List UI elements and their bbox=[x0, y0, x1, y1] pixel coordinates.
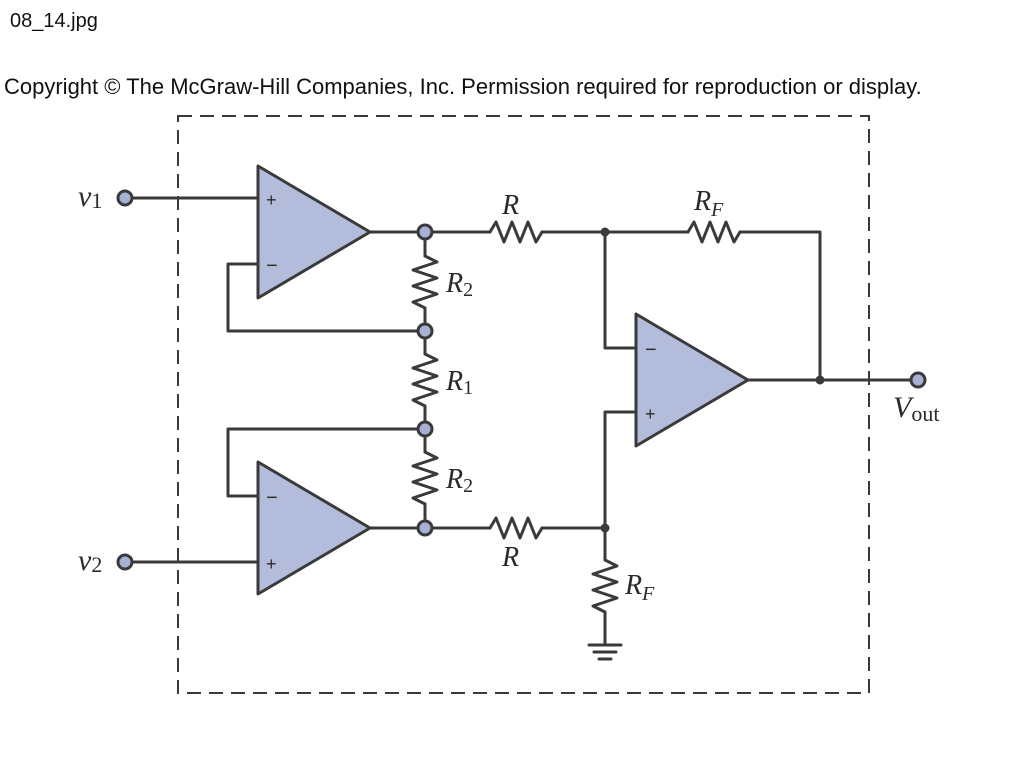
opamp-output bbox=[634, 312, 750, 448]
label-r2-top: R2 bbox=[445, 268, 473, 301]
node-ladder-upper bbox=[416, 322, 434, 340]
junction-bottom bbox=[600, 523, 610, 533]
junction-top bbox=[600, 227, 610, 237]
terminal-v2 bbox=[116, 553, 134, 571]
opamp-top-plus: + bbox=[266, 190, 277, 210]
node-ladder-lower bbox=[416, 420, 434, 438]
wire-to-inverting bbox=[603, 230, 638, 350]
filename-caption: 08_14.jpg bbox=[10, 10, 98, 32]
wire-bottom-feedback bbox=[226, 427, 427, 498]
opamp-bottom bbox=[256, 460, 372, 596]
resistor-r2-bottom-zigzag bbox=[411, 450, 439, 506]
label-r1: R1 bbox=[445, 366, 473, 399]
label-r-bottom: R bbox=[501, 542, 519, 573]
resistor-rf-bottom-zigzag bbox=[591, 558, 619, 614]
resistor-r1-zigzag bbox=[411, 352, 439, 408]
junction-output bbox=[815, 375, 825, 385]
label-v2: v2 bbox=[78, 544, 102, 577]
ground-icon bbox=[587, 643, 623, 661]
resistor-r2-top-zigzag bbox=[411, 254, 439, 310]
label-r2-bottom: R2 bbox=[445, 464, 473, 497]
label-vout: Vout bbox=[893, 391, 939, 426]
resistor-r-top-zigzag bbox=[488, 220, 544, 244]
opamp-top bbox=[256, 164, 372, 300]
label-v1: v1 bbox=[78, 180, 102, 213]
opamp-output-plus: + bbox=[645, 404, 656, 424]
opamp-bottom-plus: + bbox=[266, 554, 277, 574]
resistor-r-bottom-zigzag bbox=[488, 516, 544, 540]
label-rf-bottom: RF bbox=[624, 570, 655, 605]
wire-to-noninverting bbox=[603, 410, 638, 530]
resistor-rf-top-zigzag bbox=[686, 220, 742, 244]
wire-rf-feedback bbox=[738, 230, 822, 382]
opamp-output-minus: − bbox=[645, 339, 657, 361]
dashed-enclosure bbox=[177, 115, 870, 694]
opamp-top-minus: − bbox=[266, 255, 278, 277]
copyright-caption: Copyright © The McGraw-Hill Companies, I… bbox=[4, 74, 922, 99]
opamp-bottom-minus: − bbox=[266, 487, 278, 509]
wire-top-feedback bbox=[226, 262, 427, 333]
terminal-v1 bbox=[116, 189, 134, 207]
label-r-top: R bbox=[501, 190, 519, 221]
label-rf-top: RF bbox=[693, 186, 724, 221]
terminal-vout bbox=[909, 371, 927, 389]
node-top-output bbox=[416, 223, 434, 241]
node-bottom-output bbox=[416, 519, 434, 537]
